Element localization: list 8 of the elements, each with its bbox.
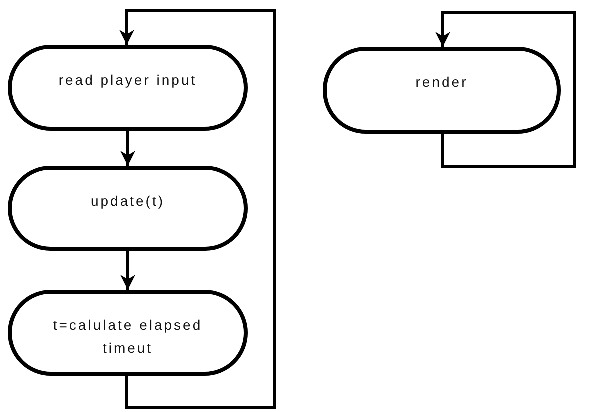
node-label: t=calulate elapsed timeut (52, 316, 204, 358)
arrow (120, 251, 136, 290)
arrow (120, 10, 276, 410)
node-label: render (416, 73, 468, 92)
arrow (120, 131, 136, 166)
node-label: update(t) (90, 192, 166, 211)
arrow (436, 12, 576, 168)
node-label: read player input (58, 71, 198, 90)
